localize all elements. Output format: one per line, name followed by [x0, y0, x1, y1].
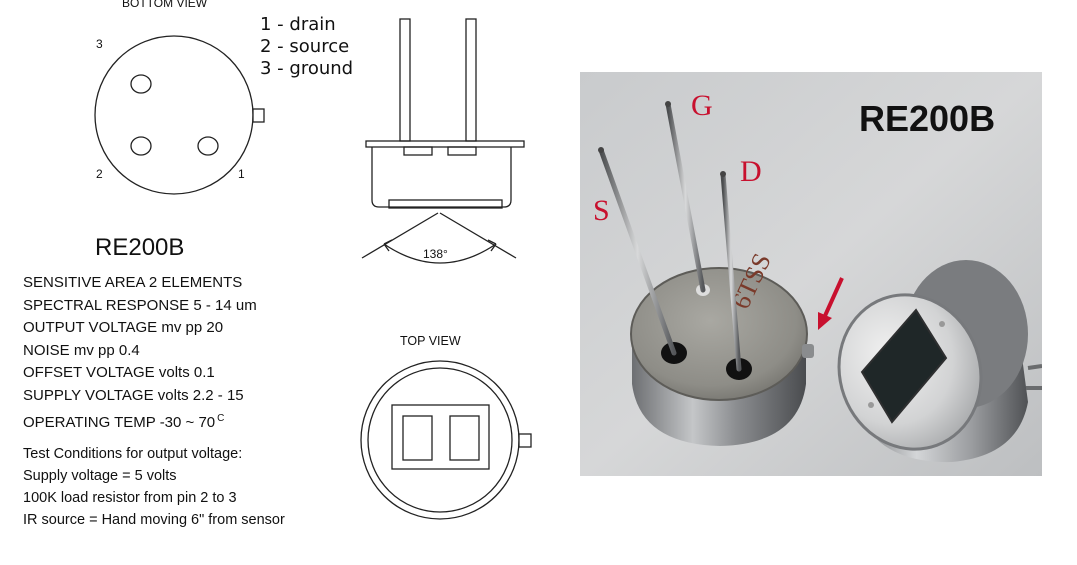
top-view-title: TOP VIEW [400, 334, 461, 348]
pin-hole-3 [130, 74, 152, 94]
fov-arc [383, 243, 497, 264]
package-rim-top [367, 367, 513, 513]
package-body-side [371, 147, 512, 208]
spec-row: SPECTRAL RESPONSE 5 - 14 um [23, 296, 257, 314]
sensing-element-1 [402, 415, 433, 461]
field-of-view-angle-label: 138° [423, 247, 448, 261]
package-tab-top [518, 433, 532, 448]
test-condition-item: Supply voltage = 5 volts [23, 468, 177, 484]
red-arrow-icon [818, 277, 844, 330]
spec-row: SUPPLY VOLTAGE volts 2.2 - 15 [23, 386, 244, 404]
spec-list: SENSITIVE AREA 2 ELEMENTS SPECTRAL RESPO… [23, 272, 257, 434]
package-window-side [388, 199, 503, 209]
test-conditions: Test Conditions for output voltage: Supp… [23, 443, 285, 531]
pin-label-2: 2 [96, 167, 103, 181]
pin-legend-item: 1 - drain [260, 14, 336, 35]
sensor-leads [598, 101, 742, 372]
side-view-drawing [361, 18, 525, 264]
spec-row: SENSITIVE AREA 2 ELEMENTS [23, 274, 243, 291]
sensor-can-bottom-up: 6TSS [630, 249, 814, 446]
spec-row: OUTPUT VOLTAGE mv pp 20 [23, 319, 224, 337]
pin-hole-1 [197, 136, 219, 156]
package-tab-bottom [252, 108, 265, 123]
pin-letter-source: S [593, 194, 610, 227]
operating-temp-text: OPERATING TEMP -30 ~ 70 [23, 413, 216, 431]
package-outline-top [360, 360, 520, 520]
sensing-element-2 [449, 415, 480, 461]
lead-right [465, 18, 477, 142]
package-flange [365, 140, 525, 148]
photo-model-label: RE200B [859, 98, 996, 139]
sensor-photo: 6TSS G D S RE200B [580, 72, 1042, 476]
sensor-window-photo [860, 308, 948, 424]
fov-arrow-left [383, 239, 393, 252]
pin-legend-item: 3 - ground [260, 58, 354, 79]
top-view-drawing [360, 360, 532, 520]
test-condition-item: 100K load resistor from pin 2 to 3 [23, 490, 237, 506]
spec-row: OFFSET VOLTAGE volts 0.1 [23, 364, 215, 382]
fov-line-left [361, 212, 439, 259]
pin-hole-2 [130, 136, 152, 156]
bottom-view-drawing [94, 35, 265, 195]
sensor-can-top-up [837, 260, 1042, 463]
pin-letter-drain: D [740, 155, 762, 188]
pin-letter-gate: G [691, 89, 713, 122]
lead-base-left [403, 146, 433, 156]
package-outline-bottom [94, 35, 254, 195]
sensor-window [391, 404, 490, 470]
lead-base-right [447, 146, 477, 156]
fov-arrow-right [487, 239, 497, 252]
model-title: RE200B [95, 234, 185, 261]
pin-legend: 1 - drain 2 - source 3 - ground [260, 14, 353, 80]
temp-unit: C [217, 412, 225, 424]
pin-legend-item: 2 - source [260, 36, 350, 57]
pin-label-3: 3 [96, 37, 103, 51]
lead-left [399, 18, 411, 142]
sensor-photo-drawing: 6TSS [580, 72, 1042, 476]
test-condition-item: IR source = Hand moving 6" from sensor [23, 512, 285, 528]
test-condition-heading: Test Conditions for output voltage: [23, 446, 243, 462]
pin-label-1: 1 [238, 167, 245, 181]
spec-row: NOISE mv pp 0.4 [23, 341, 140, 359]
fov-line-right [439, 212, 517, 259]
bottom-view-title: BOTTOM VIEW [122, 0, 208, 10]
